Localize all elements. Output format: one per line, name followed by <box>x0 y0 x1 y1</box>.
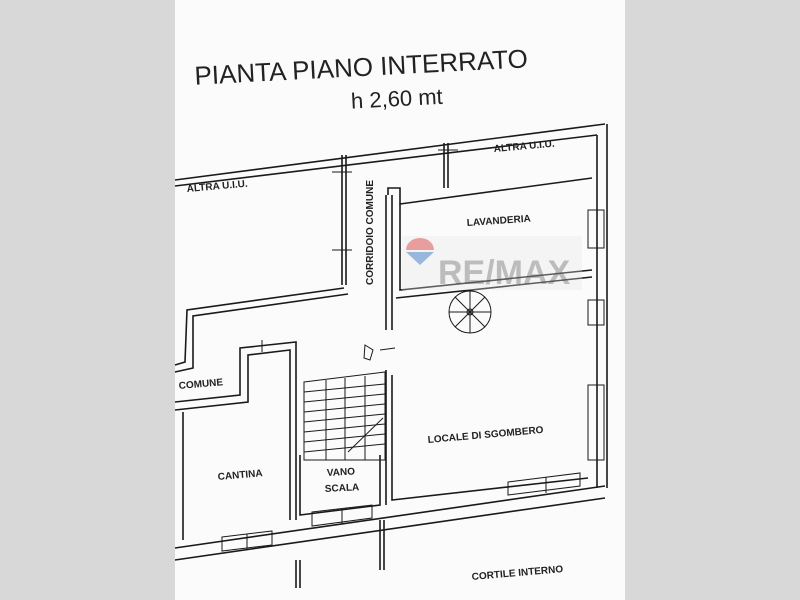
spiral-staircase-icon <box>448 290 492 334</box>
room-label-comune: COMUNE <box>178 377 224 392</box>
watermark-text: RE/MAX <box>438 254 571 292</box>
room-label-cortile-interno: CORTILE INTERNO <box>471 564 563 583</box>
floor-plan-sheet <box>175 0 625 600</box>
plan-title: PIANTA PIANO INTERRATO <box>194 43 529 90</box>
balloon-logo-icon <box>406 238 434 250</box>
room-label-vano: VANO <box>327 467 356 479</box>
remax-watermark: RE/MAX <box>402 236 582 292</box>
room-label-corridoio-comune: CORRIDOIO COMUNE <box>365 180 376 285</box>
staircase <box>303 371 386 461</box>
plan-height: h 2,60 mt <box>350 84 443 114</box>
room-label-altra-uiu-left: ALTRA U.I.U. <box>186 179 248 195</box>
room-label-locale-di-sgombero: LOCALE DI SGOMBERO <box>427 425 544 446</box>
room-label-cantina: CANTINA <box>217 468 263 483</box>
room-label-lavanderia: LAVANDERIA <box>466 214 531 229</box>
walls <box>174 123 608 588</box>
room-label-scala: SCALA <box>325 482 360 495</box>
room-label-altra-uiu-right: ALTRA U.I.U. <box>493 139 555 155</box>
